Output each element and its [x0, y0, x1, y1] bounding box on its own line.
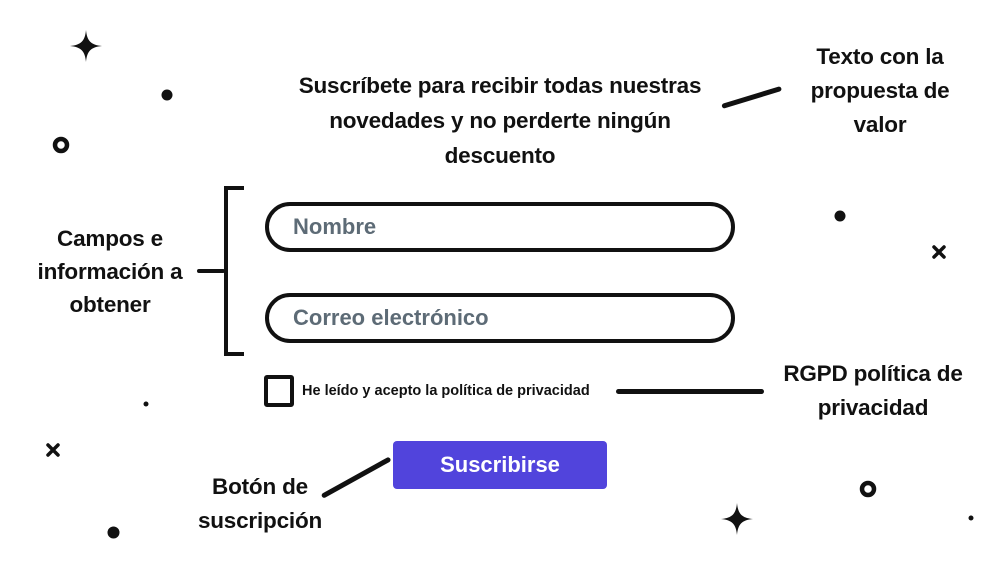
- annotation-text: propuesta de: [810, 78, 950, 103]
- annotation-text: obtener: [69, 292, 151, 317]
- annotation-gdpr: RGPD política de privacidad: [758, 357, 988, 425]
- cross-icon: [932, 245, 946, 259]
- privacy-checkbox[interactable]: [264, 375, 294, 407]
- annotation-text: suscripción: [197, 508, 323, 533]
- annotation-text: información a: [37, 259, 183, 284]
- headline-line-2: novedades y no perderte ningún: [329, 108, 671, 133]
- ring-icon: [859, 480, 877, 498]
- bracket-connector: [197, 269, 225, 273]
- cross-icon: [46, 443, 60, 457]
- annotation-value-proposition: Texto con la propuesta de valor: [790, 40, 970, 142]
- subscribe-button[interactable]: Suscribirse: [393, 441, 607, 489]
- annotation-text: privacidad: [817, 395, 929, 420]
- dot-icon: [834, 210, 846, 222]
- value-proposition-headline: Suscríbete para recibir todas nuestras n…: [270, 68, 730, 173]
- value-proposition-connector: [721, 85, 783, 109]
- annotation-fields-info: Campos e información a obtener: [20, 222, 200, 321]
- sparkle-icon: [721, 503, 753, 535]
- bracket-icon: [224, 186, 244, 356]
- gdpr-connector: [616, 389, 764, 394]
- dot-icon: [161, 89, 173, 101]
- annotation-text: RGPD política de: [783, 361, 963, 386]
- privacy-checkbox-label[interactable]: He leído y acepto la política de privaci…: [302, 383, 590, 399]
- headline-line-3: descuento: [444, 143, 556, 168]
- dot-icon: [968, 515, 974, 521]
- annotation-text: Campos e: [57, 226, 163, 251]
- annotation-text: Botón de: [212, 474, 308, 499]
- email-input[interactable]: [293, 305, 731, 331]
- name-field[interactable]: [265, 202, 735, 252]
- name-input[interactable]: [293, 214, 731, 240]
- sparkle-icon: [70, 30, 102, 62]
- dot-icon: [143, 401, 149, 407]
- annotation-text: valor: [853, 112, 907, 137]
- privacy-consent-row[interactable]: He leído y acepto la política de privaci…: [264, 375, 590, 407]
- annotation-submit-button: Botón de suscripción: [180, 470, 340, 538]
- email-field[interactable]: [265, 293, 735, 343]
- annotation-text: Texto con la: [816, 44, 944, 69]
- ring-icon: [52, 136, 70, 154]
- headline-line-1: Suscríbete para recibir todas nuestras: [298, 73, 702, 98]
- dot-icon: [107, 526, 120, 539]
